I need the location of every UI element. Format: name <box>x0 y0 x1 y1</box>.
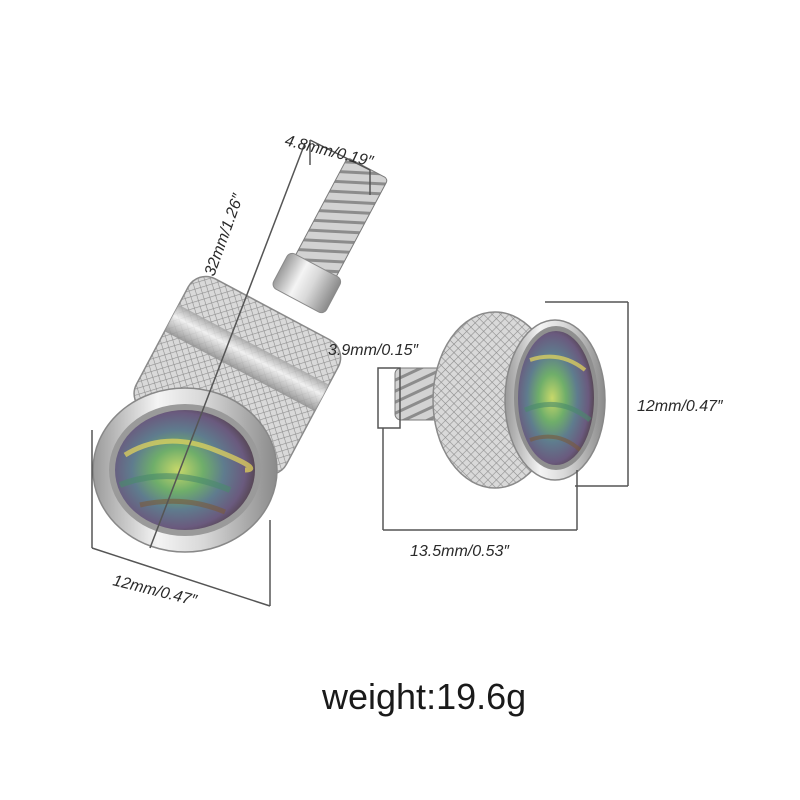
head-diameter-right-label: 12mm/0.47″ <box>637 398 724 415</box>
left-screw <box>92 158 388 553</box>
total-length-label: 32mm/1.26″ <box>202 191 248 279</box>
overall-length-label: 13.5mm/0.53″ <box>410 543 510 560</box>
thread-length-label: 3.9mm/0.15″ <box>328 342 419 359</box>
dimension-lines <box>91 139 629 607</box>
weight-label: weight:19.6g <box>322 676 527 717</box>
right-screw <box>394 311 606 489</box>
